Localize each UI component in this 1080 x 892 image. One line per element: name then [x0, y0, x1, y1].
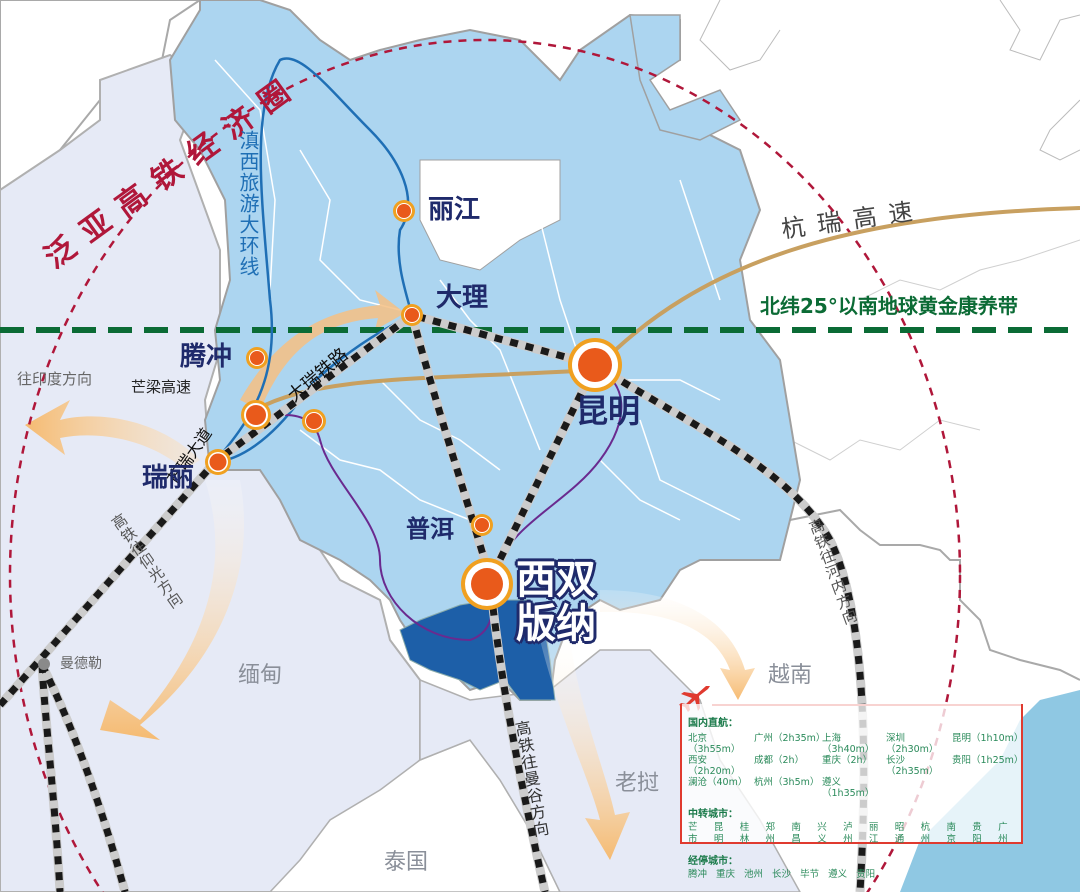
- pan-asia-circle: [8, 38, 962, 892]
- country-label-myanmar: 缅甸: [238, 663, 283, 688]
- city-label-puer: 普洱: [406, 515, 454, 543]
- flight-item: 深圳（2h30m）: [886, 733, 939, 755]
- yunnan-province: [168, 0, 802, 701]
- stopover-city: 遵义: [828, 869, 848, 880]
- city-label-kunming: 昆明: [576, 392, 641, 430]
- flight-item: 昆明（1h10m）: [952, 733, 1024, 744]
- flight-item: 重庆（2h）: [822, 755, 873, 766]
- mandalay-marker: [38, 658, 50, 670]
- lijiang-marker: [393, 200, 415, 222]
- flight-legend: 国内直航： 北京（3h55m） 广州（2h35m） 上海（3h40m） 深圳（2…: [680, 704, 1023, 880]
- transfer-city: 南昌: [791, 822, 801, 845]
- stopover-city: 毕节: [800, 869, 820, 880]
- tengchong-marker: [246, 347, 268, 369]
- city-label-tengchong: 腾冲: [180, 342, 233, 372]
- stopover-city: 长沙: [772, 869, 792, 880]
- transfer-city: 兴义: [817, 822, 827, 845]
- flight-item: 杭州（3h5m）: [754, 777, 820, 788]
- domestic-flights-title: 国内直航：: [688, 718, 738, 729]
- stopover-cities-title: 经停城市：: [688, 856, 738, 867]
- flight-item: 成都（2h）: [754, 755, 805, 766]
- transfer-city: 昆明: [713, 822, 724, 845]
- flight-item: 上海（3h40m）: [822, 733, 875, 755]
- transfer-city: 桂林: [739, 822, 750, 845]
- transfer-city: 杭州: [920, 822, 931, 845]
- xishuangbanna-marker: [461, 558, 513, 610]
- mangshi-marker: [241, 400, 271, 430]
- country-label-thailand: 泰国: [384, 850, 429, 875]
- flight-item: 北京（3h55m）: [688, 733, 741, 755]
- city-label-mandalay: 曼德勒: [60, 656, 102, 672]
- flight-item: 广州（2h35m）: [754, 733, 826, 744]
- city-markers: [205, 200, 622, 610]
- transfer-city: 泸州: [843, 822, 853, 845]
- city-label-dali: 大理: [436, 283, 489, 313]
- flight-item: 长沙（2h35m）: [886, 755, 939, 777]
- stopover-city: 贵阳: [856, 869, 876, 880]
- transfer-city: 郑州: [765, 822, 776, 845]
- direction-arrows: [25, 290, 755, 860]
- country-label-laos: 老挝: [615, 771, 660, 796]
- flight-item: 遵义（1h35m）: [822, 777, 875, 799]
- transfer-city: 丽江: [868, 822, 879, 845]
- flight-item: 贵阳（1h25m）: [952, 755, 1024, 766]
- transfer-cities-title: 中转城市：: [688, 809, 738, 820]
- stopover-city: 重庆: [716, 869, 736, 880]
- city-label-ruili: 瑞丽: [142, 463, 195, 493]
- stopover-city: 池州: [744, 869, 764, 880]
- transfer-city: 芒市: [688, 822, 698, 845]
- domestic-flights-list: 北京（3h55m） 广州（2h35m） 上海（3h40m） 深圳（2h30m） …: [688, 733, 1023, 799]
- stopover-city: 腾冲: [688, 869, 708, 880]
- ruili-marker: [205, 449, 231, 475]
- to-india-label: 往印度方向: [17, 370, 93, 388]
- transfer-city: 贵阳: [972, 822, 982, 845]
- city-label-lijiang: 丽江: [428, 195, 481, 225]
- stopover-cities-list: 腾冲 重庆 池州 长沙 毕节 遵义 贵阳: [688, 869, 1015, 881]
- flight-item: 西安（2h20m）: [688, 755, 741, 777]
- country-label-vietnam: 越南: [768, 663, 813, 688]
- flight-item: 澜沧（40m）: [688, 777, 748, 788]
- mangliang-highway-label: 芒梁高速: [131, 378, 192, 396]
- longchuan-marker: [302, 409, 326, 433]
- transfer-cities-list: 芒市 昆明 桂林 郑州 南昌 兴义 泸州 丽江 昭通 杭州 南京 贵阳 广州: [688, 822, 1015, 846]
- latitude-label: 北纬25°以南地球黄金康养带: [760, 294, 1018, 318]
- kunming-marker: [568, 338, 622, 392]
- transfer-city: 昭通: [894, 822, 905, 845]
- tourism-loop-label: 滇西旅游大环线: [236, 130, 260, 277]
- transfer-city: 南京: [946, 822, 956, 845]
- transfer-city: 广州: [998, 822, 1008, 845]
- puer-marker: [471, 514, 493, 536]
- dali-marker: [401, 304, 423, 326]
- city-label-xishuangbanna: 西双 版纳: [516, 557, 596, 647]
